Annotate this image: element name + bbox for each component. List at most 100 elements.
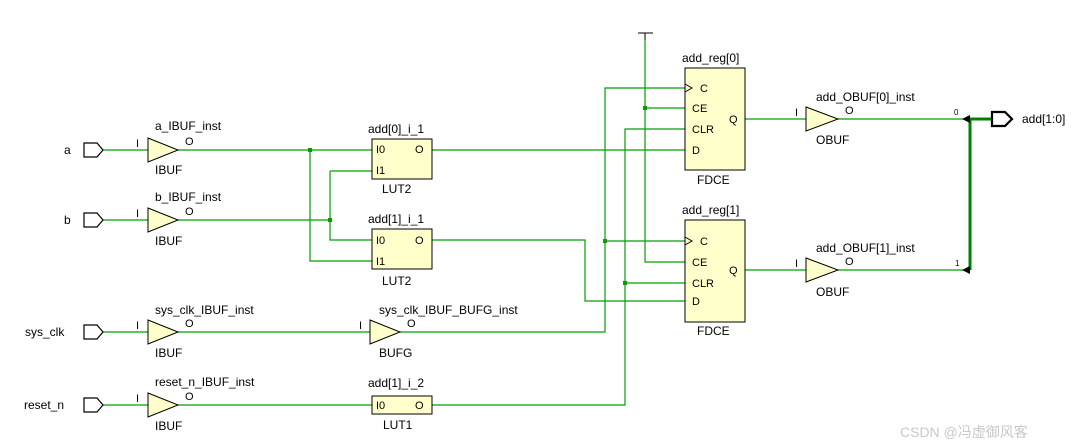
port-label-b: b [64, 213, 71, 227]
pin-label: O [185, 206, 194, 218]
pin-label: O [845, 256, 854, 268]
input-port-sys-clk[interactable]: sys_clk [25, 324, 104, 340]
cell-name: a_IBUF_inst [155, 119, 222, 133]
input-port-a[interactable]: a [64, 142, 104, 158]
lut-box [371, 228, 433, 270]
port-label-reset-n: reset_n [24, 398, 64, 412]
output-port-add[interactable]: add[1:0] [990, 110, 1065, 128]
bus-ripper-1 [962, 266, 970, 274]
cell-obuf0[interactable]: add_OBUF[0]_inst I O OBUF [795, 90, 915, 147]
input-port-icon [83, 324, 104, 340]
net-ce-const[interactable] [644, 40, 685, 263]
lut-box [371, 395, 433, 415]
cell-name: add_reg[0] [682, 51, 739, 65]
cell-name: add_OBUF[1]_inst [816, 241, 915, 255]
buffer-icon [369, 319, 402, 345]
pin-label: I [136, 320, 139, 332]
pin-label: I [795, 258, 798, 270]
pin-label: Q [729, 114, 738, 126]
cell-b-ibuf[interactable]: b_IBUF_inst I O IBUF [136, 190, 222, 248]
pin-label: O [845, 105, 854, 117]
net-clk-bufg-out[interactable] [400, 87, 685, 333]
pin-label: O [415, 400, 424, 412]
junction-dot [308, 148, 312, 152]
input-port-icon [83, 142, 104, 158]
junction-dot [328, 218, 332, 222]
cell-name: add[0]_i_1 [368, 122, 424, 136]
cell-reset-ibuf[interactable]: reset_n_IBUF_inst I O IBUF [136, 375, 255, 433]
cell-type: LUT1 [383, 418, 413, 432]
cell-obuf1[interactable]: add_OBUF[1]_inst I O OBUF [795, 241, 915, 299]
cell-type: BUFG [379, 346, 412, 360]
junction-dot [623, 281, 627, 285]
buffer-icon [805, 106, 840, 132]
lut-box [371, 138, 433, 180]
cell-lut-add1[interactable]: add[1]_i_1 I0 I1 O LUT2 [368, 212, 433, 288]
cell-clk-ibuf[interactable]: sys_clk_IBUF_inst I O IBUF [136, 303, 254, 360]
pin-label: D [692, 145, 700, 157]
pin-label: O [415, 144, 424, 156]
cell-type: IBUF [155, 163, 182, 177]
pin-label: O [415, 235, 424, 247]
pin-label: CLR [692, 124, 714, 136]
fdce-box [684, 67, 746, 171]
pin-label: I [136, 138, 139, 150]
cell-bufg[interactable]: sys_clk_IBUF_BUFG_inst I O BUFG [359, 303, 518, 360]
net-b-ibuf-out[interactable] [178, 170, 372, 241]
input-port-icon [83, 212, 104, 228]
port-label-add: add[1:0] [1022, 112, 1065, 126]
pin-label: I1 [376, 256, 385, 268]
bus-ripper-0 [962, 115, 970, 123]
cell-name: sys_clk_IBUF_BUFG_inst [379, 303, 518, 317]
cell-type: LUT2 [382, 274, 412, 288]
cell-name: add[1]_i_2 [368, 376, 424, 390]
input-port-b[interactable]: b [64, 212, 104, 228]
cell-type: OBUF [816, 285, 849, 299]
cell-name: reset_n_IBUF_inst [155, 375, 255, 389]
pin-label: C [700, 83, 708, 95]
cell-reg0[interactable]: add_reg[0] C CE CLR D Q FDCE [682, 51, 746, 187]
cell-lut-add0[interactable]: add[0]_i_1 I0 I1 O LUT2 [368, 122, 433, 196]
output-port-icon [990, 110, 1014, 128]
pin-label: O [185, 391, 194, 403]
pin-label: CE [692, 103, 707, 115]
junction-dot [643, 106, 647, 110]
pin-label: I [136, 393, 139, 405]
pin-label: D [692, 296, 700, 308]
cell-a-ibuf[interactable]: a_IBUF_inst I O IBUF [136, 119, 222, 177]
cell-name: b_IBUF_inst [155, 190, 222, 204]
bus-add[interactable] [968, 117, 992, 270]
cell-lut-reset[interactable]: add[1]_i_2 I0 O LUT1 [368, 376, 433, 432]
cell-type: OBUF [816, 133, 849, 147]
pin-label: O [185, 136, 194, 148]
cell-type: IBUF [155, 346, 182, 360]
pin-label: I [359, 320, 362, 332]
input-port-reset-n[interactable]: reset_n [24, 397, 104, 413]
clock-pin-icon [684, 236, 694, 246]
junction-dot [603, 239, 607, 243]
port-label-sys-clk: sys_clk [25, 325, 65, 339]
pin-label: C [700, 236, 708, 248]
buffer-icon [147, 137, 180, 163]
net-add1-d[interactable] [432, 239, 685, 302]
pin-label: O [407, 318, 416, 330]
pin-label: I [795, 107, 798, 119]
cell-type: LUT2 [382, 182, 412, 196]
buffer-icon [147, 392, 180, 418]
watermark: CSDN @冯虚御风客 [900, 424, 1028, 440]
cell-name: add[1]_i_1 [368, 212, 424, 226]
cell-name: sys_clk_IBUF_inst [155, 303, 254, 317]
cell-reg1[interactable]: add_reg[1] C CE CLR D Q FDCE [682, 203, 746, 338]
const-marker [638, 32, 653, 40]
cell-type: FDCE [697, 173, 730, 187]
net-a-ibuf-out[interactable] [178, 149, 372, 262]
pin-label: CLR [692, 278, 714, 290]
cell-type: IBUF [155, 234, 182, 248]
port-label-a: a [64, 143, 71, 157]
nets [103, 32, 992, 406]
fdce-box [684, 219, 746, 323]
buffer-icon [147, 207, 180, 233]
net-reset-lut-out[interactable] [432, 128, 685, 406]
buffer-icon [805, 257, 840, 283]
